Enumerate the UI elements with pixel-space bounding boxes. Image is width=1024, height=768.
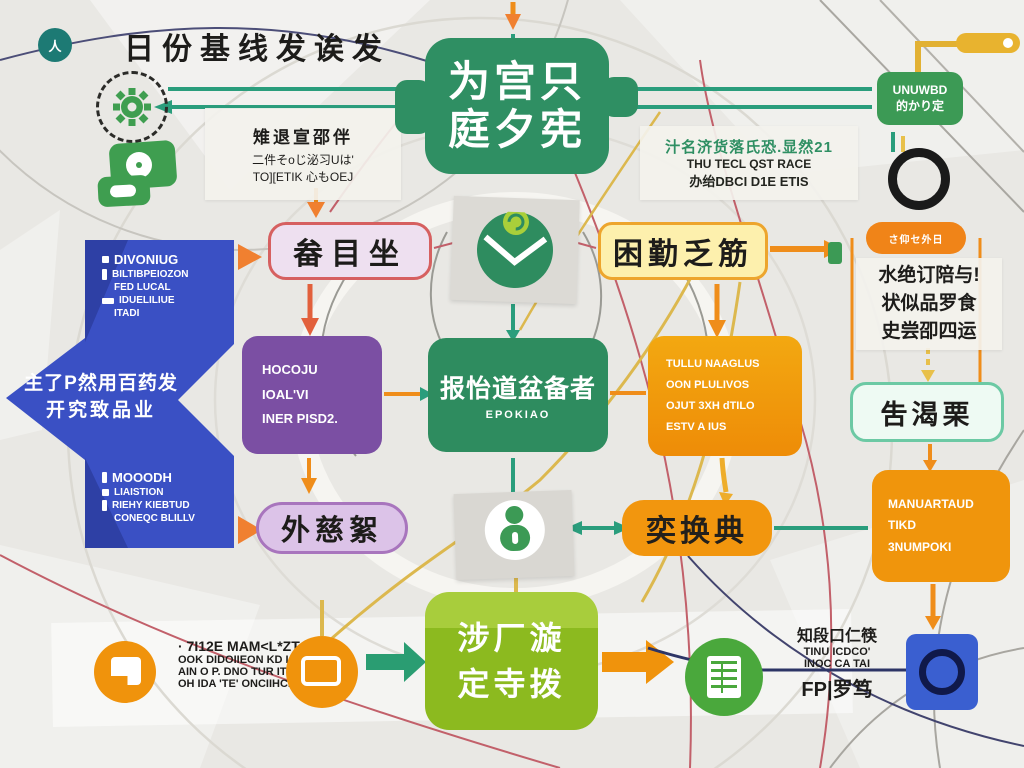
exchange-box-label: 奕换典 xyxy=(646,515,748,548)
left-note-line1: 雉退宣邵伴 xyxy=(253,128,353,147)
banner-bottom-item: LIAISTION xyxy=(114,487,164,498)
teal-thick-arrow xyxy=(366,642,426,682)
lime-box: 涉厂漩 定寺拨 xyxy=(425,592,598,730)
envelope-card xyxy=(450,195,580,305)
top-right-box: UNUWBD 的かり定 xyxy=(877,72,963,125)
right-orange-box: MANUARTAUD TIKD 3NUMPOKI xyxy=(872,470,1010,582)
purple-box: HOCOJU IOAL'VI INER PISD2. xyxy=(242,336,382,454)
banner-top-title: DIVONIUG xyxy=(114,252,179,267)
black-ring-icon xyxy=(888,148,950,210)
banner-top-item: BILTIBPEIOZON xyxy=(112,269,189,280)
orange-mid-line2: OON PLULIVOS xyxy=(666,379,750,392)
envelope-glyph xyxy=(483,210,548,266)
right-orange-line3: 3NUMPOKI xyxy=(888,539,952,554)
mint-box: 吿渴栗 xyxy=(850,382,1004,442)
purple-box-line2: IOAL'VI xyxy=(262,386,309,402)
spreadsheet-icon xyxy=(685,638,763,716)
lime-box-line1: 涉厂漩 xyxy=(457,619,566,656)
right-orange-line2: TIKD xyxy=(888,518,916,533)
right-orange-line1: MANUARTAUD xyxy=(888,496,974,511)
bottom-right-line2: TINU ICDCO' xyxy=(803,646,871,658)
right-note-line1: 汁名济货落氏恐.显然21 xyxy=(665,139,833,156)
bullet-marker xyxy=(102,256,109,263)
lavender-box: 外慈絮 xyxy=(256,502,408,554)
media-icon xyxy=(97,139,188,218)
bullet-marker xyxy=(102,489,109,496)
right-pill-label: さ仰セ外日 xyxy=(888,234,944,246)
right-panel: 水绝订陪与! 状似品罗食 史尝卲四运 xyxy=(856,258,1002,350)
banner-middle-line2: 开究致品业 xyxy=(45,400,156,421)
banner-top-item: FED LUCAL xyxy=(114,282,171,293)
top-right-box-line2: 的かり定 xyxy=(895,99,944,113)
bottom-left-line2: OOK DIDOIIEON KD I xyxy=(178,654,289,666)
green-tab xyxy=(828,242,842,264)
purple-box-line1: HOCOJU xyxy=(262,361,318,377)
left-note-line3: TO][ETIK 心もOEJ xyxy=(252,170,354,184)
left-note: 雉退宣邵伴 二件そoじ泌习Uは' TO][ETIK 心もOEJ xyxy=(205,108,401,200)
bottom-right-note: 知段口仁筷 TINU ICDCO' INOC CA TAI FP|罗笃 xyxy=(772,622,902,702)
center-box: 报怡道盆备者 EPOKIAO xyxy=(428,338,608,452)
banner-top-item: IDUELILIUE xyxy=(119,295,175,306)
main-box-line1: 为宫只 xyxy=(447,57,586,105)
person-card xyxy=(453,489,575,581)
gear-icon xyxy=(96,71,168,143)
banner-bottom-title: MOOODH xyxy=(112,470,172,485)
pink-box: 畚目坐 xyxy=(268,222,432,280)
pink-box-label: 畚目坐 xyxy=(293,238,407,271)
bullet-marker xyxy=(102,269,107,280)
main-box-line2: 庭夕宪 xyxy=(447,106,586,153)
yellow-rod-icon xyxy=(915,33,1020,72)
right-note: 汁名济货落氏恐.显然21 THU TECL QST RACE 办绐DBCI D1… xyxy=(640,126,858,200)
right-pill: さ仰セ外日 xyxy=(866,222,966,254)
bottom-left-line3: AIN O P. DNO TUR ITILE xyxy=(178,666,304,678)
bottom-left-line1: · 7I12E MAM<L*ZT xyxy=(178,638,300,654)
banner-middle-text: 主了P然用百药发 开究致品业 xyxy=(15,370,187,424)
mint-box-label: 吿渴栗 xyxy=(880,399,974,430)
blue-square-icon xyxy=(906,634,978,710)
banner-bottom-list: MOOODH LIAISTION RIEHY KIEBTUD CONEQC BL… xyxy=(102,468,232,526)
lime-box-line2: 定寺拨 xyxy=(457,666,566,702)
header-badge-glyph: 人 xyxy=(48,38,62,54)
right-panel-line1: 水绝订陪与! xyxy=(878,265,980,286)
right-panel-line3: 史尝卲四运 xyxy=(881,321,977,342)
bottom-right-line1: 知段口仁筷 xyxy=(796,628,877,645)
right-note-line3: 办绐DBCI D1E ETIS xyxy=(689,174,809,189)
banner-bottom-item: RIEHY KIEBTUD xyxy=(112,500,190,511)
right-panel-line2: 状似品罗食 xyxy=(881,293,977,314)
bullet-marker xyxy=(102,500,107,511)
lavender-box-label: 外慈絮 xyxy=(280,515,383,547)
bottom-right-line3: INOC CA TAI xyxy=(804,658,870,670)
banner-middle-line1: 主了P然用百药发 xyxy=(24,373,178,394)
yellow-box: 困勤乏筋 xyxy=(598,222,768,280)
banner-bottom-item: CONEQC BLILLV xyxy=(114,513,195,524)
bottom-left-line4: OH IDA 'TE' ONCIIHCIT xyxy=(178,678,298,690)
card-icon xyxy=(286,636,358,708)
right-note-line2: THU TECL QST RACE xyxy=(686,157,812,171)
center-box-subtitle: EPOKIAO xyxy=(485,409,551,421)
bottom-left-note: · 7I12E MAM<L*ZT OOK DIDOIIEON KD I AIN … xyxy=(178,638,378,690)
header-badge-icon: 人 xyxy=(38,28,72,62)
banner-top-item: ITADI xyxy=(114,308,140,319)
orange-mid-line4: ESTV A IUS xyxy=(666,420,727,433)
center-box-title: 报怡道盆备者 xyxy=(439,375,596,403)
orange-mid-line1: TULLU NAAGLUS xyxy=(666,358,760,371)
bullet-marker xyxy=(102,472,107,483)
page-title: 日份基线发诶发 xyxy=(124,33,390,66)
bullet-marker xyxy=(102,297,114,304)
banner-top-list: DIVONIUG BILTIBPEIOZON FED LUCAL IDUELIL… xyxy=(102,250,232,321)
top-right-box-line1: UNUWBD xyxy=(892,83,948,97)
orange-mid-line3: OJUT 3XH dTILO xyxy=(666,400,755,412)
purple-box-line3: INER PISD2. xyxy=(262,411,338,427)
yellow-box-label: 困勤乏筋 xyxy=(613,238,753,271)
pointer-icon xyxy=(94,641,156,703)
orange-mid-box: TULLU NAAGLUS OON PLULIVOS OJUT 3XH dTIL… xyxy=(648,336,802,456)
left-note-line2: 二件そoじ泌习Uは' xyxy=(252,153,354,167)
exchange-box: 奕换典 xyxy=(622,500,772,556)
bottom-right-line4: FP|罗笃 xyxy=(801,679,873,701)
main-title-box: 为宫只 庭夕宪 xyxy=(425,38,609,174)
gear-glyph xyxy=(113,88,151,126)
